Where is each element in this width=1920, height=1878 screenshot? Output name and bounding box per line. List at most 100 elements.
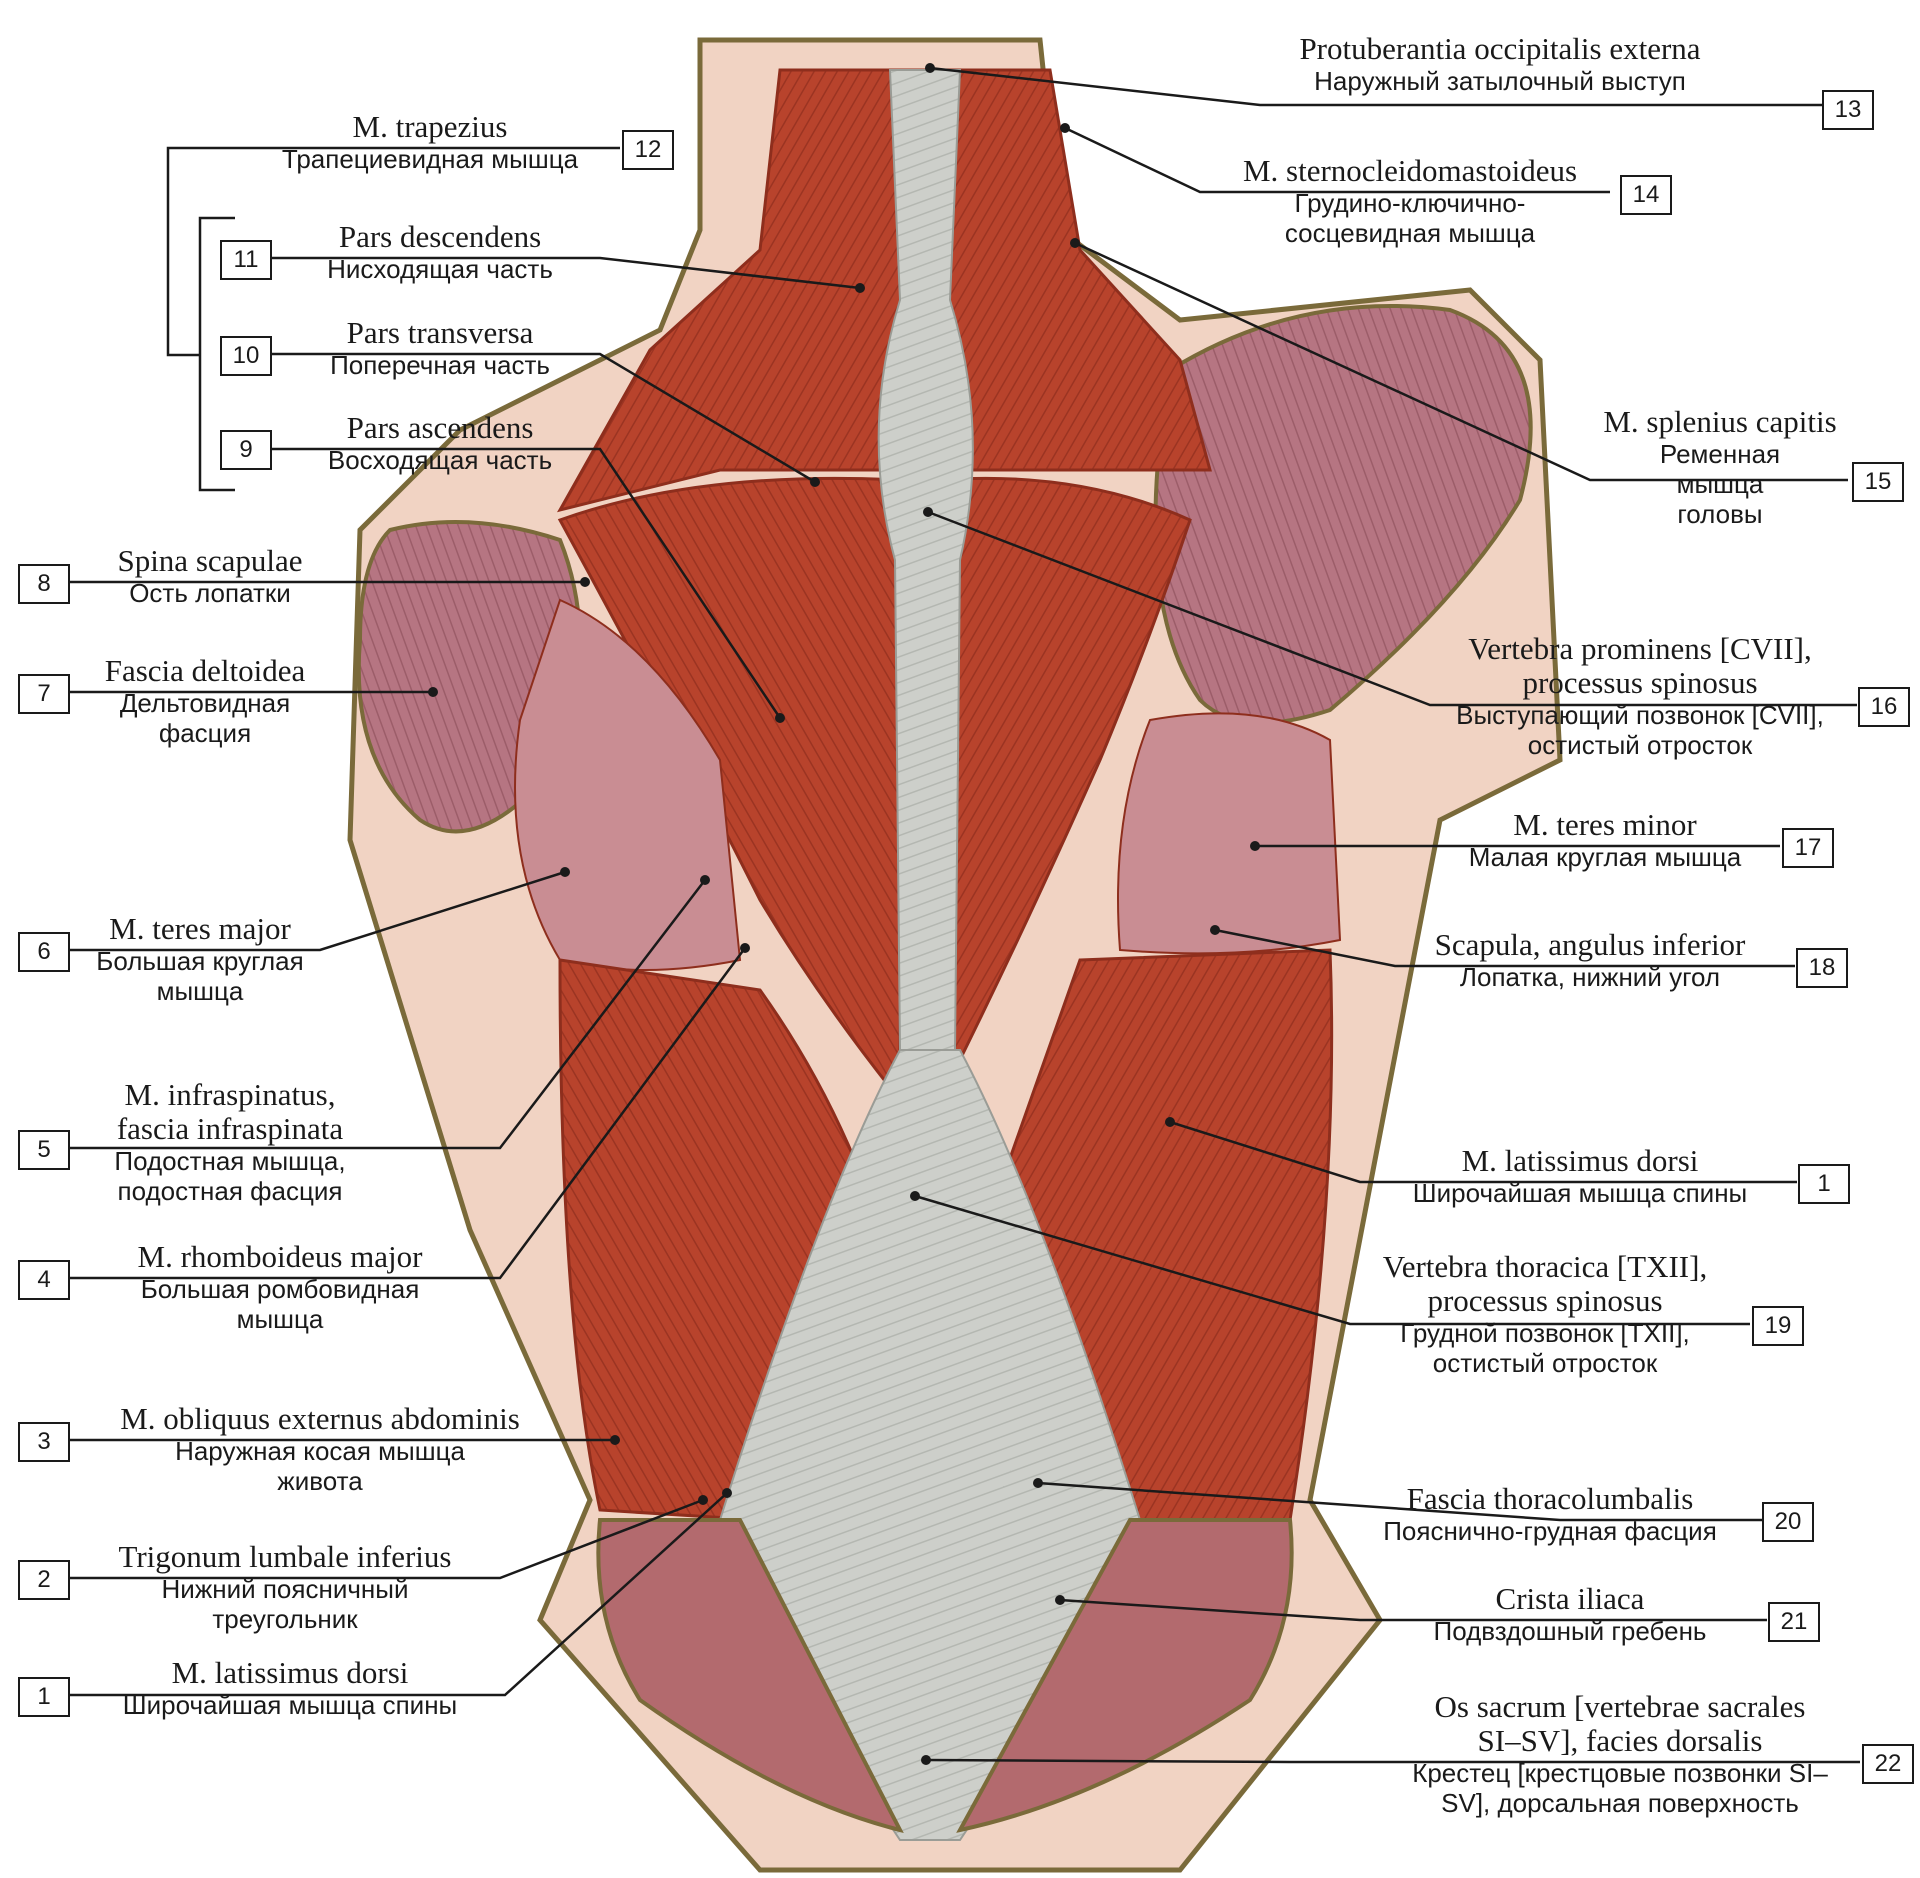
label-number: 22: [1862, 1744, 1914, 1784]
latin-name: Scapula, angulus inferior: [1434, 927, 1746, 962]
thoracolumbar-fascia: [718, 1049, 1142, 1841]
label-2: Trigonum lumbale inferius Нижний пояснич…: [90, 1540, 480, 1635]
label-4: M. rhomboideus major Большая ромбовидная…: [100, 1239, 460, 1335]
label-1-right: M. latissimus dorsi Широчайшая мышца спи…: [1370, 1143, 1790, 1209]
russian-name: Наружный затылочный выступ: [1314, 66, 1686, 96]
label-number: 16: [1858, 687, 1910, 727]
leader-20: [1037, 1481, 1762, 1522]
label-number: 7: [18, 674, 70, 714]
trapezius-right: [938, 476, 1192, 1101]
latin-name: M. teres major: [109, 911, 291, 946]
label-number: 1: [18, 1677, 70, 1717]
label-number: 6: [18, 932, 70, 972]
leader-13: [929, 66, 1845, 107]
latin-name: M. obliquus externus abdominis: [120, 1401, 520, 1436]
leader-18: [1214, 928, 1795, 968]
label-14: M. sternocleidomastoideus Грудино-ключич…: [1200, 153, 1620, 249]
russian-name: Трапециевидная мышца: [281, 144, 579, 174]
leader-4: [68, 947, 747, 1280]
label-19: Vertebra thoracica [TXII], processus spi…: [1350, 1250, 1740, 1379]
russian-name: Ость лопатки: [129, 578, 291, 608]
latin-name: Protuberantia occipitalis externa: [1299, 31, 1701, 66]
label-number: 19: [1752, 1306, 1804, 1346]
label-8: Spina scapulae Ость лопатки: [80, 543, 340, 609]
iliac-crest-left: [596, 1518, 904, 1834]
label-10: Pars transversa Поперечная часть: [280, 316, 600, 381]
label-22: Os sacrum [vertebrae sacrales SI–SV], fa…: [1390, 1690, 1850, 1819]
leader-14: [1064, 126, 1610, 194]
iliac-crest-right: [956, 1518, 1294, 1833]
label-7: Fascia deltoidea Дельтовидная фасция: [80, 653, 330, 749]
leader-6: [68, 870, 566, 952]
label-number: 18: [1796, 948, 1848, 988]
label-number: 11: [220, 240, 272, 280]
leader-21: [1059, 1598, 1767, 1622]
russian-name: Грудной позвонок [TXII], остистый отрост…: [1400, 1318, 1690, 1378]
russian-name: Большая круглая мышца: [96, 946, 304, 1006]
label-15: M. splenius capitis Ременная мышца голов…: [1600, 405, 1840, 530]
russian-name: Пояснично-грудная фасция: [1383, 1516, 1717, 1546]
russian-name: Ременная мышца головы: [1659, 439, 1781, 529]
label-number: 14: [1620, 175, 1672, 215]
label-number: 12: [622, 130, 674, 170]
label-9: Pars ascendens Восходящая часть: [280, 410, 600, 476]
leader-16: [927, 510, 1857, 707]
russian-name: Дельтовидная фасция: [119, 688, 291, 748]
latin-name: Pars descendens: [338, 219, 542, 254]
label-16: Vertebra prominens [CVII], processus spi…: [1430, 631, 1850, 761]
russian-name: Лопатка, нижний угол: [1459, 962, 1721, 992]
latin-name: Fascia deltoidea: [104, 653, 306, 688]
label-number: 13: [1822, 90, 1874, 130]
latin-name: M. sternocleidomastoideus: [1242, 153, 1578, 188]
leader-15: [1074, 241, 1848, 482]
leader-22: [925, 1758, 1860, 1764]
russian-name: Нисходящая часть: [327, 254, 553, 284]
latin-name: M. latissimus dorsi: [171, 1655, 409, 1690]
russian-name: Широчайшая мышца спины: [122, 1690, 458, 1720]
infraspinatus-left: [514, 598, 742, 971]
russian-name: Подвздошный гребень: [1433, 1616, 1707, 1646]
latin-name: M. rhomboideus major: [137, 1239, 423, 1274]
russian-name: Восходящая часть: [327, 445, 553, 475]
latin-name: M. teres minor: [1513, 807, 1697, 842]
leader-11: [272, 256, 861, 290]
label-number: 1: [1798, 1164, 1850, 1204]
bracket-parts: [198, 216, 235, 492]
latin-name: Vertebra prominens [CVII], processus spi…: [1468, 631, 1812, 700]
label-number: 9: [220, 430, 272, 470]
latin-name: M. trapezius: [352, 109, 508, 144]
latin-name: M. latissimus dorsi: [1461, 1143, 1699, 1178]
label-12: M. trapezius Трапециевидная мышца: [240, 109, 620, 175]
russian-name: Нижний поясничный треугольник: [161, 1574, 409, 1634]
label-5: M. infraspinatus, fascia infraspinata По…: [80, 1077, 380, 1207]
latin-name: Spina scapulae: [117, 543, 303, 578]
russian-name: Поперечная часть: [330, 350, 550, 380]
latin-name: Pars ascendens: [346, 410, 534, 445]
russian-name: Широчайшая мышца спины: [1412, 1178, 1748, 1208]
leader-9: [272, 447, 782, 719]
label-number: 4: [18, 1260, 70, 1300]
label-number: 5: [18, 1130, 70, 1170]
russian-name: Наружная косая мышца живота: [175, 1436, 465, 1496]
russian-name: Крестец [крестцовые позвонки SI–SV], дор…: [1412, 1758, 1828, 1818]
label-number: 15: [1852, 462, 1904, 502]
latin-name: M. infraspinatus, fascia infraspinata: [116, 1077, 344, 1146]
label-number: 2: [18, 1560, 70, 1600]
russian-name: Подостная мышца, подостная фасция: [114, 1146, 346, 1206]
label-number: 17: [1782, 828, 1834, 868]
label-21: Crista iliaca Подвздошный гребень: [1380, 1581, 1760, 1647]
label-number: 3: [18, 1422, 70, 1462]
leader-12: [166, 146, 620, 357]
label-1-left: M. latissimus dorsi Широчайшая мышца спи…: [90, 1655, 490, 1721]
label-11: Pars descendens Нисходящая часть: [280, 219, 600, 285]
latin-name: Fascia thoracolumbalis: [1406, 1481, 1694, 1516]
label-18: Scapula, angulus inferior Лопатка, нижни…: [1400, 927, 1780, 993]
latin-name: Crista iliaca: [1495, 1581, 1645, 1616]
label-number: 21: [1768, 1602, 1820, 1642]
russian-name: Выступающий позвонок [CVII], остистый от…: [1456, 700, 1824, 760]
leader-1-left: [68, 1492, 728, 1697]
russian-name: Малая круглая мышца: [1468, 842, 1742, 872]
